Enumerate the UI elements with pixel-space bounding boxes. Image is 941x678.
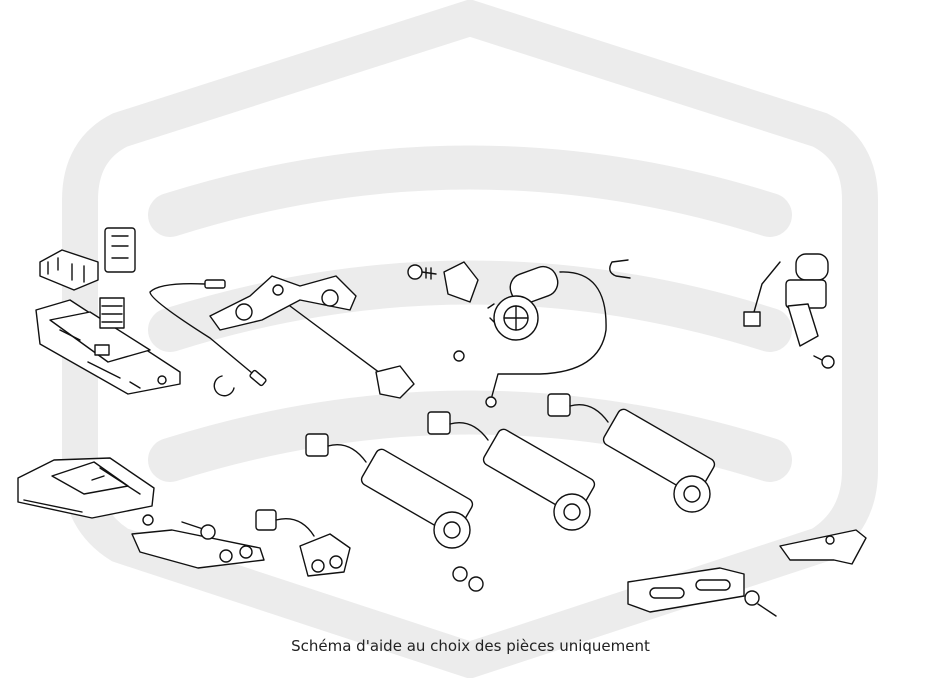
bracket-plate [375, 365, 415, 399]
screw [407, 264, 437, 280]
mounting-bracket [131, 514, 265, 569]
gear-motor-1 [305, 433, 474, 549]
switch-housing-cover [39, 227, 136, 291]
height-adjust-motor [743, 253, 835, 369]
spindle-motor [487, 265, 559, 341]
caption: Schéma d'aide au choix des pièces unique… [291, 637, 650, 655]
rail-guide [627, 567, 745, 613]
gear-washer [452, 566, 468, 582]
ground-cable [491, 271, 607, 397]
side-bracket [779, 529, 867, 565]
small-drive-motor [255, 509, 351, 577]
bowden-cable [149, 279, 267, 387]
control-module [17, 457, 155, 519]
hex-nut [468, 576, 484, 592]
gear-motor-3 [547, 393, 716, 513]
gear-motor-2 [427, 411, 596, 531]
retaining-clip [213, 375, 235, 397]
seat-switch-unit [35, 297, 181, 395]
hex-bolt [744, 590, 777, 617]
cable-clip [609, 259, 631, 279]
drive-shaft [289, 305, 393, 383]
motor-bracket [443, 261, 479, 303]
seat-gear-drive [209, 275, 357, 331]
